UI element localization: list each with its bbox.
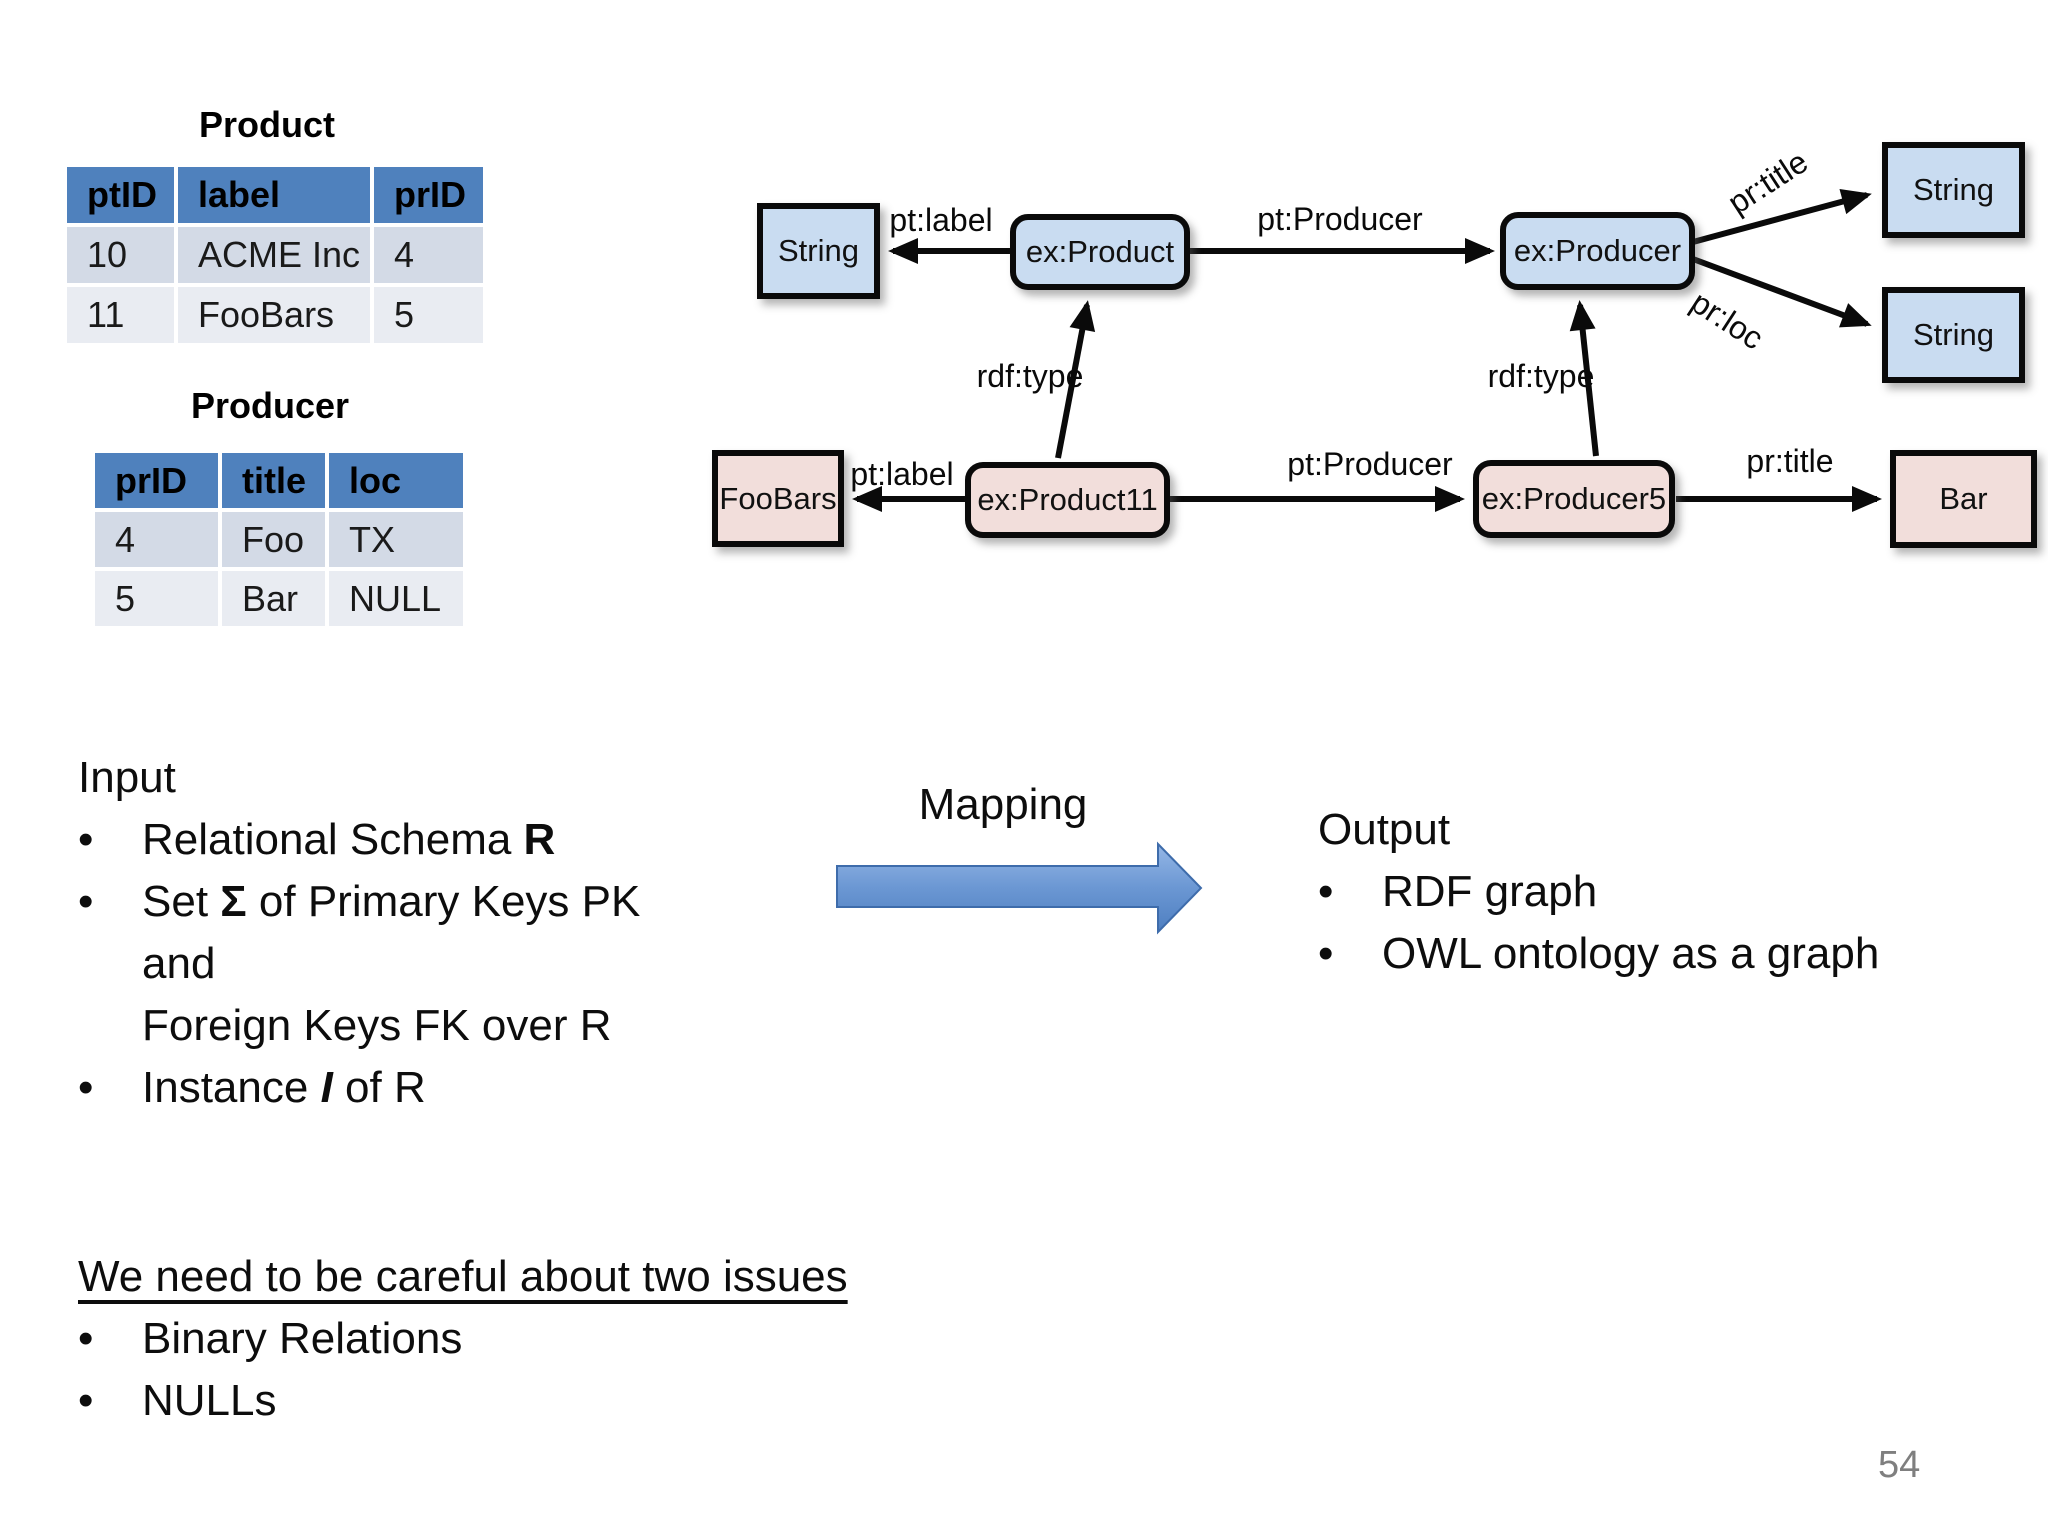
bullet-icon: • bbox=[78, 1314, 94, 1363]
column-header: title bbox=[222, 453, 325, 508]
mapping-arrow bbox=[836, 841, 1203, 935]
edge-label-pt-producer-bottom: pt:Producer bbox=[1287, 446, 1453, 482]
input-bullet-2-wrap: Foreign Keys FK over R bbox=[142, 1001, 612, 1050]
edge-label-pt-label-bottom: pt:label bbox=[850, 456, 954, 492]
product-table: ptID label prID 10 ACME Inc 4 11 FooBars… bbox=[63, 163, 487, 347]
output-heading: Output bbox=[1318, 805, 1451, 854]
column-header: loc bbox=[329, 453, 463, 508]
table-cell: 5 bbox=[95, 571, 218, 626]
edge-label-pr-loc-rotated: pr:loc bbox=[1684, 283, 1770, 357]
output-bullet-1-text: RDF graph bbox=[1382, 867, 1598, 916]
input-bullet-1: • Relational Schema R bbox=[78, 809, 718, 871]
table-row: 5 Bar NULL bbox=[95, 571, 463, 626]
table-cell: 4 bbox=[95, 512, 218, 567]
node-ex-producer5: ex:Producer5 bbox=[1473, 460, 1675, 538]
edge-label-pr-title-rotated: pr:title bbox=[1721, 143, 1815, 221]
bullet-icon: • bbox=[78, 877, 94, 926]
table-cell: 10 bbox=[67, 227, 174, 283]
notes-bullet-1-text: Binary Relations bbox=[142, 1314, 463, 1363]
notes-title: We need to be careful about two issues bbox=[78, 1252, 848, 1301]
table-header-row: prID title loc bbox=[95, 453, 463, 508]
node-foobars-literal: FooBars bbox=[712, 450, 844, 547]
table-row: 10 ACME Inc 4 bbox=[67, 227, 483, 283]
node-ex-producer: ex:Producer bbox=[1500, 212, 1695, 290]
table-cell: 11 bbox=[67, 287, 174, 343]
table-cell: Foo bbox=[222, 512, 325, 567]
table-header-row: ptID label prID bbox=[67, 167, 483, 223]
table-cell: NULL bbox=[329, 571, 463, 626]
table-row: 11 FooBars 5 bbox=[67, 287, 483, 343]
mapping-label: Mapping bbox=[918, 780, 1088, 829]
column-header: ptID bbox=[67, 167, 174, 223]
input-bullet-1-text: Relational Schema R bbox=[142, 815, 556, 864]
bullet-icon: • bbox=[1318, 867, 1334, 916]
input-block: Input • Relational Schema R • Set Σ of P… bbox=[78, 747, 718, 1119]
producer-table-title: Producer bbox=[190, 385, 350, 426]
table-cell: ACME Inc bbox=[178, 227, 370, 283]
column-header: prID bbox=[374, 167, 483, 223]
output-bullet-2-text: OWL ontology as a graph bbox=[1382, 929, 1880, 978]
output-block: Output • RDF graph • OWL ontology as a g… bbox=[1318, 799, 1978, 985]
column-header: label bbox=[178, 167, 370, 223]
edge-label-rdf-type-left: rdf:type bbox=[976, 358, 1084, 394]
bullet-icon: • bbox=[1318, 929, 1334, 978]
input-bullet-3: • Instance I of R bbox=[78, 1057, 718, 1119]
input-bullet-2-text: Set Σ of Primary Keys PK and bbox=[142, 877, 641, 988]
table-cell: FooBars bbox=[178, 287, 370, 343]
edge-label-rdf-type-right: rdf:type bbox=[1487, 358, 1595, 394]
product-table-title: Product bbox=[198, 104, 335, 145]
notes-bullet-2: • NULLs bbox=[78, 1370, 1038, 1432]
notes-bullet-2-text: NULLs bbox=[142, 1376, 277, 1425]
table-cell: 4 bbox=[374, 227, 483, 283]
notes-bullet-1: • Binary Relations bbox=[78, 1308, 1038, 1370]
node-bar-literal: Bar bbox=[1890, 450, 2037, 548]
node-ex-product: ex:Product bbox=[1010, 214, 1190, 290]
page-number: 54 bbox=[1878, 1444, 1921, 1486]
column-header: prID bbox=[95, 453, 218, 508]
node-ex-product11: ex:Product11 bbox=[965, 462, 1170, 538]
bullet-icon: • bbox=[78, 1376, 94, 1425]
input-bullet-2: • Set Σ of Primary Keys PK and bbox=[78, 871, 718, 995]
input-bullet-3-text: Instance I of R bbox=[142, 1063, 426, 1112]
bullet-icon: • bbox=[78, 815, 94, 864]
producer-table: prID title loc 4 Foo TX 5 Bar NULL bbox=[91, 449, 467, 630]
node-string-label-type: String bbox=[757, 203, 880, 299]
table-cell: Bar bbox=[222, 571, 325, 626]
table-cell: TX bbox=[329, 512, 463, 567]
table-row: 4 Foo TX bbox=[95, 512, 463, 567]
edge-label-pr-title-bottom: pr:title bbox=[1746, 443, 1834, 479]
notes-block: We need to be careful about two issues •… bbox=[78, 1246, 1038, 1432]
edge-label-pt-label-top: pt:label bbox=[889, 202, 993, 238]
table-cell: 5 bbox=[374, 287, 483, 343]
output-bullet-1: • RDF graph bbox=[1318, 861, 1978, 923]
edge-label-pt-producer-top: pt:Producer bbox=[1257, 201, 1423, 237]
bullet-icon: • bbox=[78, 1063, 94, 1112]
input-heading: Input bbox=[78, 753, 176, 802]
output-bullet-2: • OWL ontology as a graph bbox=[1318, 923, 1978, 985]
node-string-loc-type: String bbox=[1882, 287, 2025, 383]
node-string-title-type: String bbox=[1882, 142, 2025, 238]
